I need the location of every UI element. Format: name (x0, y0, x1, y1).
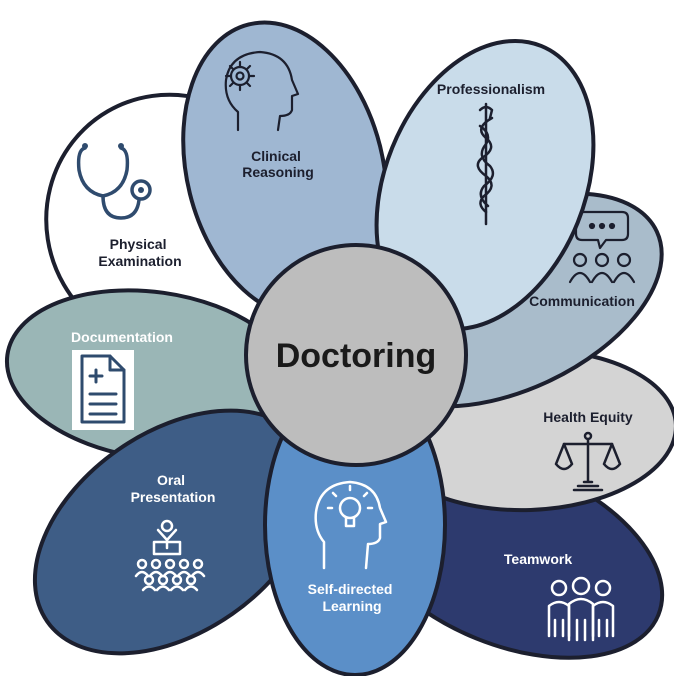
label-line: Documentation (71, 329, 173, 345)
presenter-icon (134, 519, 206, 592)
petal-label-self-directed-learning: Self-directed Learning (308, 581, 397, 614)
petal-label-health-equity: Health Equity (543, 409, 633, 425)
label-line: Communication (529, 293, 635, 309)
petal-clinical-reasoning: Clinical Reasoning (181, 20, 389, 320)
head-gear-icon (224, 50, 300, 132)
petal-oral-presentation: Oral Presentation (32, 408, 318, 656)
center-circle: Doctoring (244, 243, 468, 467)
label-line: Teamwork (504, 551, 572, 567)
caduceus-icon (476, 102, 495, 226)
petal-label-documentation: Documentation (71, 329, 173, 345)
petal-label-teamwork: Teamwork (504, 551, 572, 567)
label-line: Presentation (131, 489, 216, 505)
team-icon (547, 576, 615, 642)
center-shape (244, 243, 468, 467)
petal-label-clinical-reasoning: Clinical Reasoning (242, 148, 314, 180)
petal-label-communication: Communication (529, 293, 635, 309)
label-line: Examination (98, 253, 181, 269)
scales-icon (554, 431, 622, 492)
label-line: Learning (322, 598, 381, 614)
label-line: Professionalism (437, 81, 545, 97)
lightbulb-head-icon (314, 480, 388, 570)
label-line: Reasoning (242, 164, 314, 180)
petal-label-oral-presentation: Oral Presentation (131, 472, 216, 505)
petal-label-professionalism: Professionalism (437, 81, 545, 97)
label-line: Health Equity (543, 409, 633, 425)
stethoscope-icon (76, 143, 152, 220)
petal-label-physical-examination: Physical Examination (98, 236, 181, 269)
document-icon (72, 350, 134, 430)
center-label: Doctoring (276, 337, 437, 375)
label-line: Self-directed (308, 581, 393, 597)
label-line: Physical (110, 236, 167, 252)
label-line: Clinical (251, 148, 301, 164)
label-line: Oral (157, 472, 185, 488)
